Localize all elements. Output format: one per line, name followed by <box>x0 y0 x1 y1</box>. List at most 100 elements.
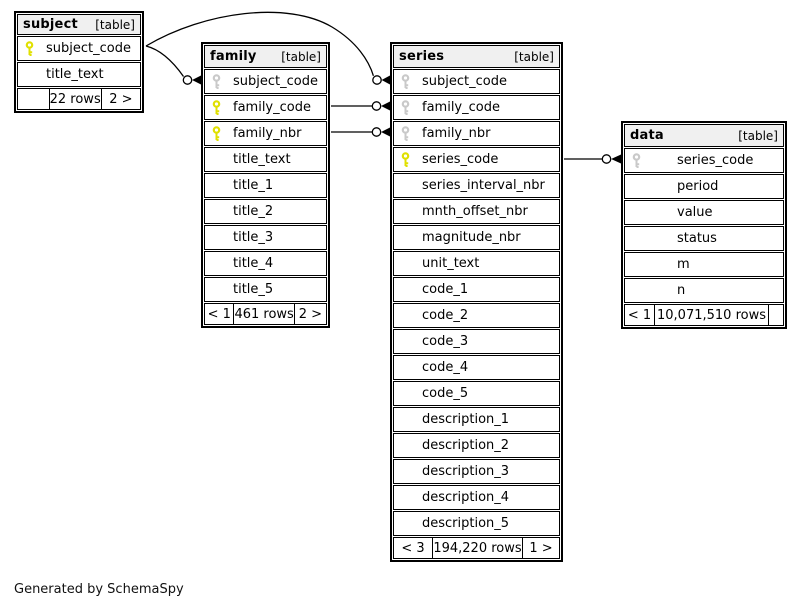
column-row-value: value <box>624 200 784 225</box>
column-row-code_4: code_4 <box>393 355 560 380</box>
table-header: family [table] <box>204 45 327 68</box>
column-name: family_code <box>233 100 311 115</box>
column-row-description_3: description_3 <box>393 459 560 484</box>
footer-children-count: 2 > <box>100 88 141 110</box>
column-row-title_2: title_2 <box>204 199 327 224</box>
primary-key-icon <box>18 40 46 57</box>
column-name: subject_code <box>233 74 318 89</box>
table-type-label: [table] <box>95 17 135 32</box>
footer-row-count: 10,071,510 rows <box>654 304 769 326</box>
column-row-description_5: description_5 <box>393 511 560 536</box>
column-name: code_3 <box>422 334 469 349</box>
column-name: unit_text <box>422 256 480 271</box>
footer-parents-count: < 1 <box>204 303 235 325</box>
column-row-code_3: code_3 <box>393 329 560 354</box>
column-name: subject_code <box>422 74 507 89</box>
column-row-title_4: title_4 <box>204 251 327 276</box>
primary-key-icon <box>394 151 422 168</box>
table-type-label: [table] <box>514 49 554 64</box>
column-name: status <box>677 231 717 246</box>
column-name: title_text <box>233 152 291 167</box>
footer-children-count: 1 > <box>522 537 560 559</box>
column-row-title_1: title_1 <box>204 173 327 198</box>
table-header: subject [table] <box>17 14 141 35</box>
footer-row-count: 22 rows <box>48 88 102 110</box>
primary-key-icon <box>205 99 233 116</box>
column-row-title_3: title_3 <box>204 225 327 250</box>
column-row-subject_code: subject_code <box>17 36 141 61</box>
column-row-series_code: series_code <box>393 147 560 172</box>
footer-children-count <box>768 304 784 326</box>
foreign-key-icon <box>205 73 233 90</box>
column-row-family_nbr: family_nbr <box>204 121 327 146</box>
column-row-code_2: code_2 <box>393 303 560 328</box>
table-type-label: [table] <box>281 49 321 64</box>
footer-row-count: 194,220 rows <box>432 537 523 559</box>
column-name: title_3 <box>233 230 274 245</box>
column-row-period: period <box>624 174 784 199</box>
column-name: magnitude_nbr <box>422 230 521 245</box>
column-row-family_code: family_code <box>393 95 560 120</box>
relation-data-series_code-to-series-series_code <box>564 154 621 164</box>
footer-children-count: 2 > <box>293 303 327 325</box>
footer-parents-count: < 1 <box>624 304 655 326</box>
column-name: title_text <box>46 67 104 82</box>
table-subject[interactable]: subject [table] subject_code title_text 22 r… <box>14 11 144 113</box>
table-type-label: [table] <box>738 128 778 143</box>
table-name[interactable]: subject <box>23 17 78 32</box>
column-name: n <box>677 283 686 298</box>
column-row-status: status <box>624 226 784 251</box>
column-row-series_interval_nbr: series_interval_nbr <box>393 173 560 198</box>
column-row-m: m <box>624 252 784 277</box>
column-row-family_code: family_code <box>204 95 327 120</box>
table-header: series [table] <box>393 45 560 68</box>
column-name: series_code <box>677 153 754 168</box>
column-name: value <box>677 205 713 220</box>
column-name: description_5 <box>422 516 510 531</box>
column-row-subject_code: subject_code <box>204 69 327 94</box>
generated-by-note: Generated by SchemaSpy <box>14 582 184 597</box>
foreign-key-icon <box>394 125 422 142</box>
relation-series-family_nbr-to-family-family_nbr <box>331 127 390 137</box>
column-row-unit_text: unit_text <box>393 251 560 276</box>
primary-key-icon <box>205 125 233 142</box>
foreign-key-icon <box>394 99 422 116</box>
footer-parents-count: < 3 <box>393 537 433 559</box>
column-name: description_2 <box>422 438 510 453</box>
foreign-key-icon <box>625 152 677 169</box>
column-row-family_nbr: family_nbr <box>393 121 560 146</box>
column-row-title_text: title_text <box>17 62 141 87</box>
column-name: title_4 <box>233 256 274 271</box>
table-name[interactable]: series <box>399 49 445 64</box>
relation-family-subject_code-to-subject-subject_code <box>145 45 201 85</box>
column-row-subject_code: subject_code <box>393 69 560 94</box>
column-name: series_interval_nbr <box>422 178 545 193</box>
column-name: series_code <box>422 152 499 167</box>
foreign-key-icon <box>394 73 422 90</box>
column-name: family_nbr <box>422 126 491 141</box>
column-name: code_4 <box>422 360 469 375</box>
column-row-title_5: title_5 <box>204 277 327 302</box>
column-row-description_2: description_2 <box>393 433 560 458</box>
column-name: period <box>677 179 719 194</box>
column-row-description_1: description_1 <box>393 407 560 432</box>
table-header: data [table] <box>624 124 784 147</box>
column-row-title_text: title_text <box>204 147 327 172</box>
column-name: mnth_offset_nbr <box>422 204 528 219</box>
table-name[interactable]: family <box>210 49 257 64</box>
table-name[interactable]: data <box>630 128 664 143</box>
column-name: code_1 <box>422 282 469 297</box>
column-name: family_code <box>422 100 500 115</box>
column-name: subject_code <box>46 41 131 56</box>
column-row-code_1: code_1 <box>393 277 560 302</box>
column-name: title_2 <box>233 204 274 219</box>
column-name: description_1 <box>422 412 510 427</box>
column-name: family_nbr <box>233 126 302 141</box>
column-name: m <box>677 257 690 272</box>
